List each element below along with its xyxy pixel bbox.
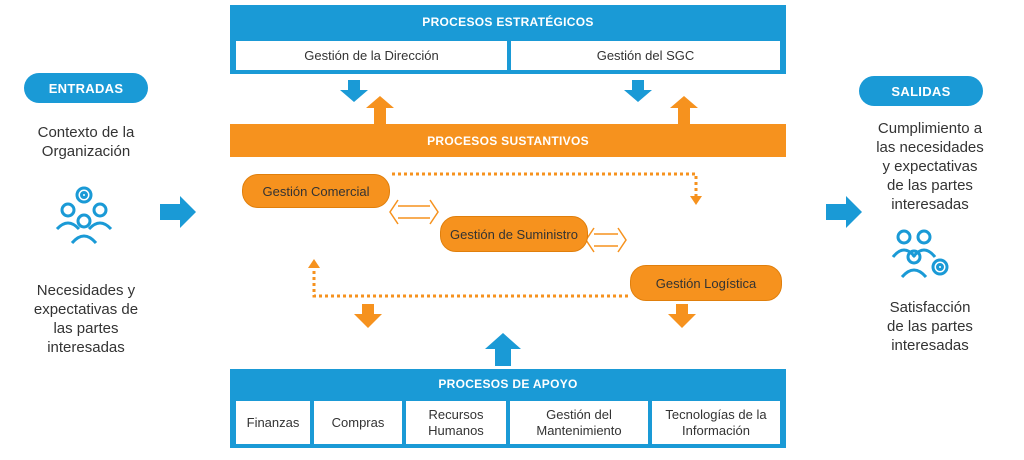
substantive-down-arrow-right <box>668 304 696 328</box>
strategic-processes-header: PROCESOS ESTRATÉGICOS <box>230 5 786 38</box>
support-processes-row: Finanzas Compras Recursos Humanos Gestió… <box>230 398 786 448</box>
substantive-up-arrow-left <box>366 96 394 124</box>
entradas-needs-text: Necesidades y expectativas de las partes… <box>6 281 166 357</box>
substantive-item-suministro: Gestión de Suministro <box>440 216 588 252</box>
entradas-needs-line-4: interesadas <box>47 339 125 356</box>
flow-arrowhead-bottom <box>308 259 320 268</box>
substantive-down-arrow-left <box>354 304 382 328</box>
entradas-context-line-2: Organización <box>41 143 131 160</box>
flow-line-bottom <box>312 268 628 298</box>
bidirectional-arrow-2 <box>585 227 627 253</box>
strategic-processes-row: Gestión de la Dirección Gestión del SGC <box>230 38 786 74</box>
salidas-badge: SALIDAS <box>859 76 983 106</box>
support-item-finanzas: Finanzas <box>236 401 310 444</box>
support-item-recursos-humanos: Recursos Humanos <box>406 401 506 444</box>
entradas-context-line-1: Contexto de la <box>37 124 135 141</box>
flow-line-top <box>392 172 698 196</box>
substantive-processes-header: PROCESOS SUSTANTIVOS <box>230 124 786 157</box>
people-gear-icon <box>890 227 954 283</box>
salidas-satisfaction-text: Satisfacción de las partes interesadas <box>850 298 1010 355</box>
support-item-mantenimiento: Gestión del Mantenimiento <box>510 401 648 444</box>
input-arrow <box>160 196 196 228</box>
strategic-down-arrow-left <box>340 80 368 102</box>
people-gear-icon <box>52 183 116 247</box>
salidas-fulfillment-line-2: las necesidades <box>876 139 984 156</box>
salidas-fulfillment-line-1: Cumplimiento a <box>877 120 983 137</box>
strategic-down-arrow-right <box>624 80 652 102</box>
salidas-satisfaction-line-2: de las partes <box>887 318 973 335</box>
salidas-satisfaction-line-3: interesadas <box>891 337 969 354</box>
salidas-satisfaction-line-1: Satisfacción <box>889 299 971 316</box>
substantive-item-logistica: Gestión Logística <box>630 265 782 301</box>
substantive-up-arrow-right <box>670 96 698 124</box>
entradas-needs-line-2: expectativas de <box>33 301 139 318</box>
strategic-item-direccion: Gestión de la Dirección <box>236 41 507 70</box>
support-item-compras: Compras <box>314 401 402 444</box>
entradas-badge: ENTRADAS <box>24 73 148 103</box>
salidas-fulfillment-text: Cumplimiento a las necesidades y expecta… <box>850 119 1010 214</box>
entradas-needs-line-3: las partes <box>53 320 119 337</box>
support-up-arrow <box>485 333 521 366</box>
strategic-item-sgc: Gestión del SGC <box>511 41 780 70</box>
entradas-needs-line-1: Necesidades y <box>36 282 136 299</box>
salidas-fulfillment-line-4: de las partes <box>887 177 973 194</box>
output-arrow <box>826 196 862 228</box>
flow-arrowhead-top <box>690 196 702 205</box>
salidas-fulfillment-line-5: interesadas <box>891 196 969 213</box>
support-item-tecnologias: Tecnologías de la Información <box>652 401 780 444</box>
substantive-item-comercial: Gestión Comercial <box>242 174 390 208</box>
entradas-context-text: Contexto de la Organización <box>10 123 162 161</box>
support-processes-header: PROCESOS DE APOYO <box>230 369 786 398</box>
bidirectional-arrow-1 <box>389 199 439 225</box>
salidas-fulfillment-line-3: y expectativas <box>882 158 978 175</box>
